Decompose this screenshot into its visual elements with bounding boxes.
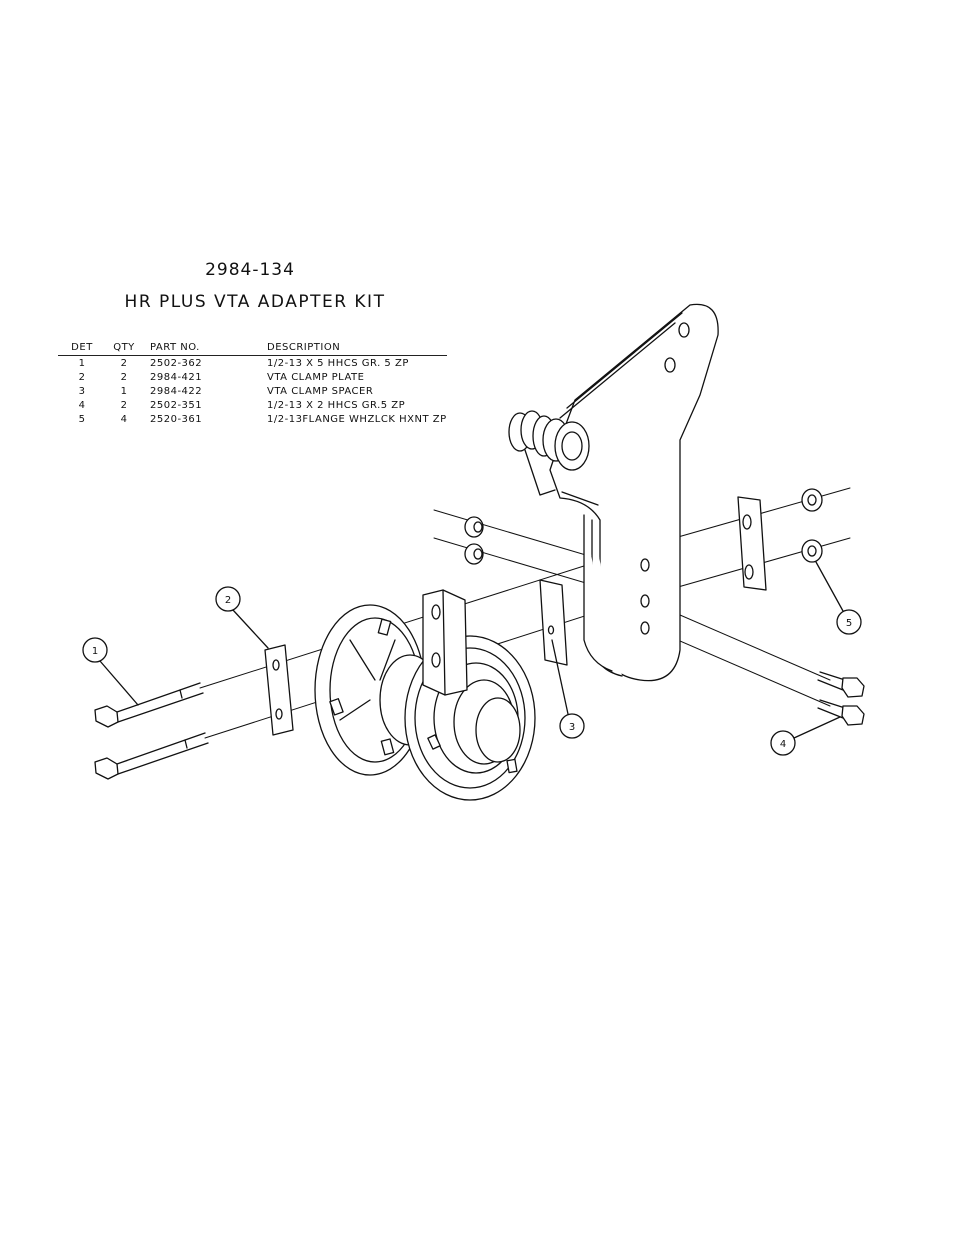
callout-4-label: 4: [780, 739, 786, 750]
callout-1-label: 1: [92, 646, 98, 657]
callout-5-label: 5: [846, 618, 852, 629]
clamp-plate-left: [265, 645, 293, 735]
long-bolts: [95, 683, 208, 779]
clamp-plate-right: [738, 497, 766, 590]
short-bolts: [818, 672, 864, 725]
callout-2: 2: [216, 587, 268, 648]
callout-5: 5: [816, 562, 861, 634]
callout-3-label: 3: [569, 722, 575, 733]
vta-bracket: [550, 304, 718, 680]
clamp-spacer: [540, 580, 567, 665]
clamp-plate-middle: [423, 590, 467, 695]
callout-2-label: 2: [225, 595, 231, 606]
callout-1: 1: [83, 638, 138, 705]
callout-4: 4: [771, 717, 840, 755]
